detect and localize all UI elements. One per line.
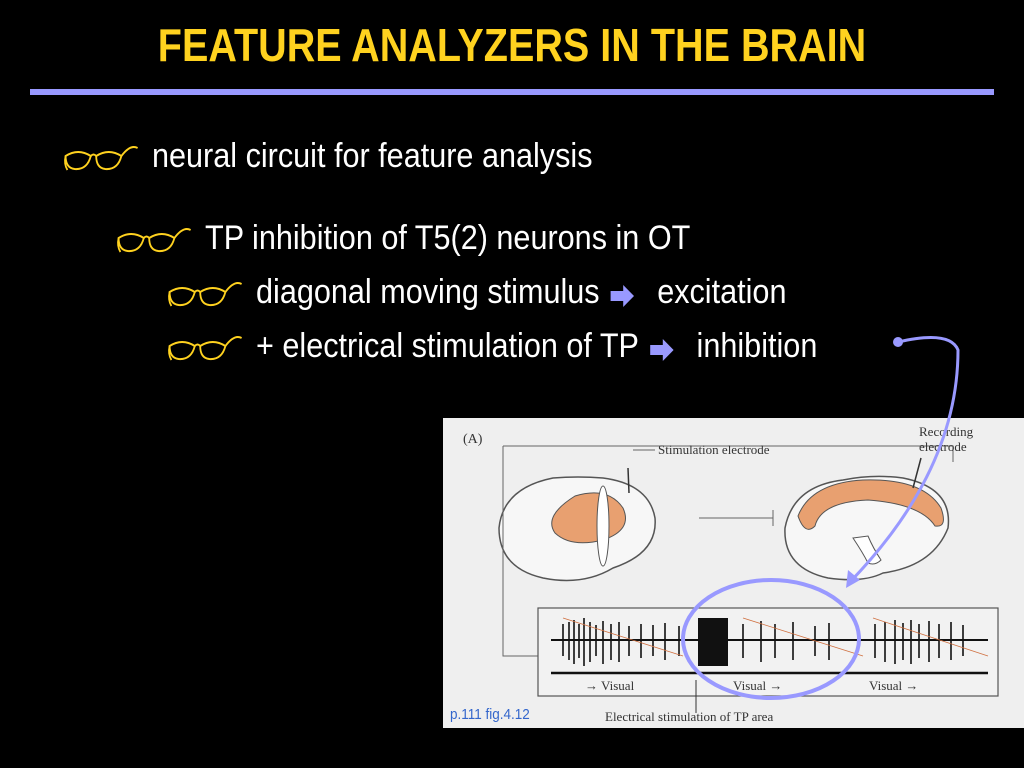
bullet-text: TP inhibition of T5(2) neurons in OT xyxy=(205,219,691,257)
right-arrow-icon xyxy=(609,274,649,314)
eyeglasses-icon xyxy=(117,228,192,253)
visual-label-1: → Visual xyxy=(585,678,635,693)
panel-label: (A) xyxy=(463,432,483,447)
title-divider xyxy=(30,89,994,95)
circuit-figure: (A) Stimulation electrode Recording elec… xyxy=(443,418,1024,728)
eyeglasses-icon xyxy=(168,336,243,361)
tp-section xyxy=(498,467,656,582)
spike-trace xyxy=(551,617,989,713)
figure-caption: p.111 fig.4.12 xyxy=(450,706,530,723)
visual-label-3: Visual → xyxy=(869,678,918,693)
slide-title: FEATURE ANALYZERS IN THE BRAIN xyxy=(157,19,867,71)
bullet-text: inhibition xyxy=(696,327,818,365)
arrow-head-icon xyxy=(846,570,860,588)
bullet-text: + electrical stimulation of TP xyxy=(256,327,639,365)
bullet-level-3-inhibition: + electrical stimulation of TP inhibition xyxy=(166,326,817,368)
arrow-start-dot xyxy=(893,337,903,347)
stimulation-electrode-label: Stimulation electrode xyxy=(658,442,770,457)
highlight-ellipse xyxy=(681,578,861,700)
right-arrow-icon xyxy=(648,328,688,368)
circuit-wiring xyxy=(502,445,954,657)
bullet-text: neural circuit for feature analysis xyxy=(152,137,593,175)
bullet-level-3-excitation: diagonal moving stimulus excitation xyxy=(166,272,786,314)
ot-section xyxy=(784,457,950,581)
bullet-text: excitation xyxy=(657,273,787,311)
bullet-text: diagonal moving stimulus xyxy=(256,273,600,311)
annotation-arrow xyxy=(848,336,960,584)
visual-label-2: Visual → xyxy=(733,678,782,693)
recording-electrode-label-2: electrode xyxy=(919,439,967,454)
stimulation-artifact xyxy=(698,618,728,666)
bullet-level-1: neural circuit for feature analysis xyxy=(62,136,593,176)
trace-box xyxy=(537,607,999,697)
eyeglasses-icon xyxy=(168,282,243,307)
figure-drawing: (A) Stimulation electrode Recording elec… xyxy=(463,424,999,724)
eyeglasses-icon xyxy=(64,146,139,171)
electrical-stimulation-label: Electrical stimulation of TP area xyxy=(605,709,773,724)
bullet-level-2: TP inhibition of T5(2) neurons in OT xyxy=(115,218,690,258)
